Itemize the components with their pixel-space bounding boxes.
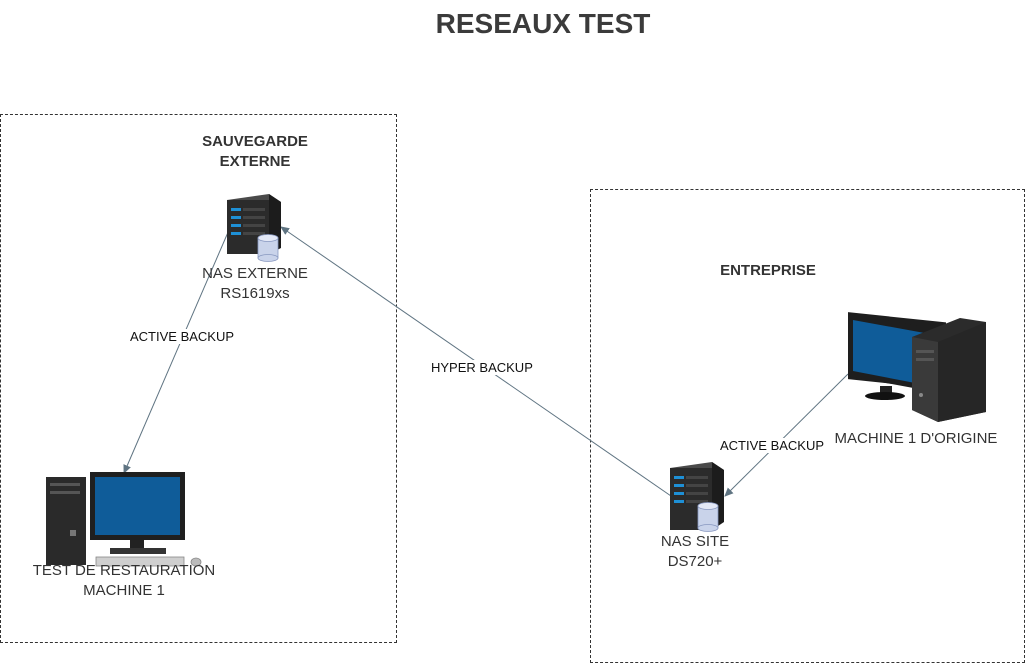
- zone-entreprise-title: ENTREPRISE: [720, 262, 816, 279]
- node-machine-origine-label: MACHINE 1 D'ORIGINE: [834, 430, 998, 447]
- server-icon: [227, 194, 281, 262]
- node-nas-externe-line1: NAS EXTERNE: [202, 265, 308, 282]
- zone-sauvegarde-title: SAUVEGARDE EXTERNE: [175, 132, 335, 172]
- node-nas-externe-line2: RS1619xs: [220, 285, 290, 302]
- node-nas-externe-label: NAS EXTERNE RS1619xs: [175, 264, 335, 304]
- workstation-icon: [848, 312, 986, 422]
- node-nas-site-line2: DS720+: [667, 553, 723, 570]
- database-icon: [257, 234, 279, 262]
- edge-label-active-backup-left: ACTIVE BACKUP: [128, 329, 237, 344]
- node-nas-site-label: NAS SITE DS720+: [625, 532, 765, 572]
- diagram-title: RESEAUX TEST: [435, 8, 651, 39]
- node-test-restauration-line2: MACHINE 1: [83, 582, 165, 599]
- edge-active-backup-left: [123, 229, 230, 474]
- node-test-restauration-line1: TEST DE RESTAURATION: [32, 562, 216, 579]
- node-nas-site-line1: NAS SITE: [660, 533, 730, 550]
- edge-label-hyper-backup: HYPER BACKUP: [429, 360, 535, 375]
- node-test-restauration-label: TEST DE RESTAURATION MACHINE 1: [14, 561, 234, 601]
- zone-sauvegarde-title-line1: SAUVEGARDE: [202, 133, 308, 150]
- database-icon: [697, 502, 719, 532]
- server-icon: [670, 462, 724, 532]
- workstation-icon: [46, 472, 202, 567]
- edge-label-active-backup-right: ACTIVE BACKUP: [718, 438, 827, 453]
- edge-active-backup-right: [724, 373, 849, 497]
- zone-sauvegarde-externe: [0, 114, 397, 643]
- zone-sauvegarde-title-line2: EXTERNE: [219, 153, 291, 170]
